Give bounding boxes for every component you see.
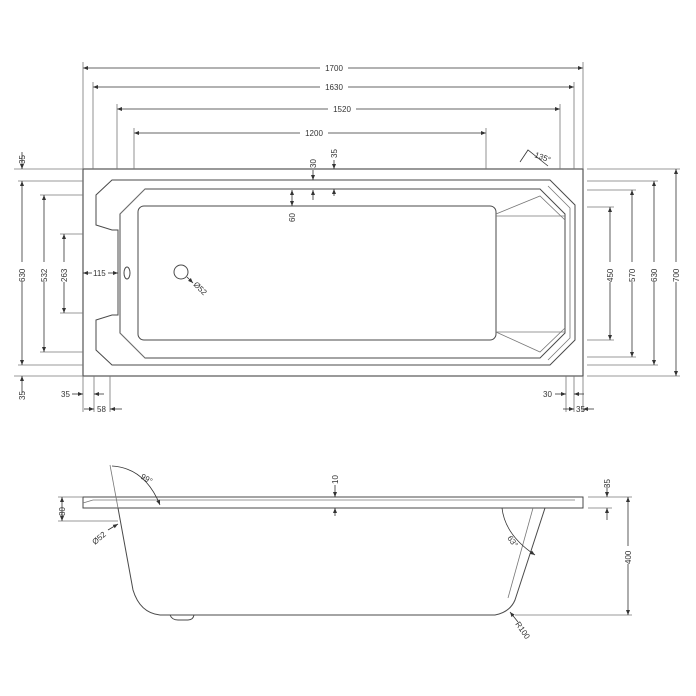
- side-body: [117, 507, 546, 616]
- waste-circle-icon: [173, 264, 189, 280]
- angle-99: 99°: [139, 472, 154, 486]
- waste-diameter: Ø52: [192, 280, 209, 297]
- dim-700: 700: [672, 268, 681, 282]
- dim-35-left-top: 35: [18, 155, 27, 164]
- dim-115: 115: [93, 269, 106, 278]
- plan-view: 1700 1630 1520 1200 30 35 60 135°: [14, 62, 681, 414]
- dim-630-right: 630: [650, 268, 659, 282]
- dim-35-bottom-left: 35: [61, 390, 70, 399]
- dim-570: 570: [628, 268, 637, 282]
- side-rim: [82, 496, 584, 509]
- dim-10: 10: [331, 475, 340, 484]
- radius-r100: R100: [513, 620, 532, 641]
- angle-63: 63°: [505, 534, 519, 549]
- dim-1200: 1200: [305, 129, 323, 138]
- basin-outline: [119, 188, 566, 359]
- angle-135: 135°: [533, 150, 552, 164]
- dim-263: 263: [60, 268, 69, 282]
- dim-35-top: 35: [330, 149, 339, 158]
- dim-35-side: 35: [603, 479, 612, 488]
- dim-630-left: 630: [18, 268, 27, 282]
- inner-rim-outline: [95, 179, 576, 366]
- outer-rim: [82, 168, 584, 377]
- dim-400: 400: [624, 550, 633, 564]
- dim-35-bottom-right: 35: [576, 405, 585, 414]
- dim-450: 450: [606, 268, 615, 282]
- dim-30-bottom-right: 30: [543, 390, 552, 399]
- overflow-icon: [123, 266, 131, 280]
- dim-30: 30: [309, 159, 318, 168]
- dim-1700: 1700: [325, 64, 343, 73]
- dim-60: 60: [288, 213, 297, 222]
- dim-1630: 1630: [325, 83, 343, 92]
- dim-1520: 1520: [333, 105, 351, 114]
- overflow-diameter: Ø52: [91, 530, 109, 547]
- dim-532: 532: [40, 268, 49, 282]
- dim-80: 80: [58, 507, 67, 516]
- side-view: 99° 10 80 Ø52 63° 35 400 R100: [58, 464, 633, 641]
- dim-58: 58: [97, 405, 106, 414]
- dim-35-left-bottom: 35: [18, 391, 27, 400]
- basin-floor: [137, 205, 497, 341]
